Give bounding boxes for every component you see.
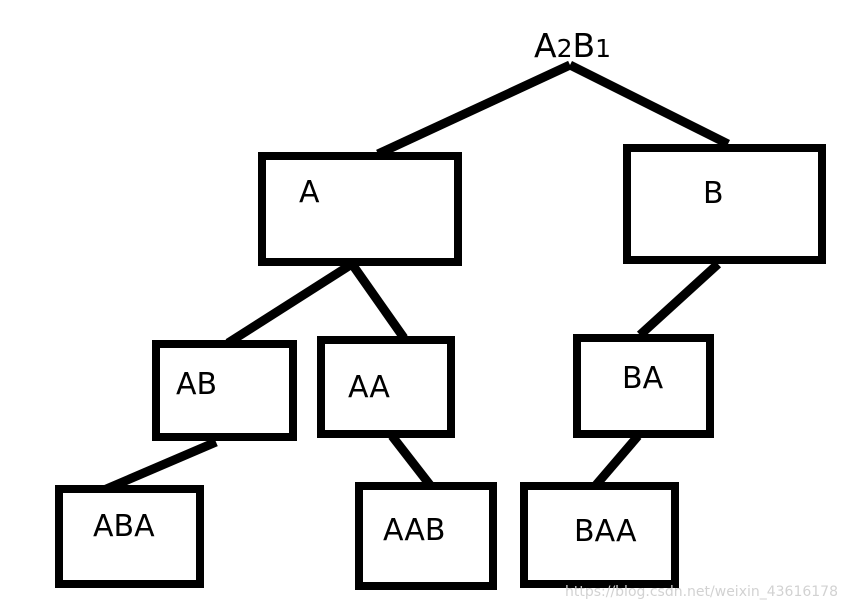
node-aa-label: AA (348, 370, 390, 405)
edge-root-b (567, 60, 731, 149)
node-ab-label: AB (176, 367, 217, 402)
node-aa-box (317, 336, 455, 438)
node-aba: ABA (55, 485, 204, 588)
node-b-box (623, 144, 826, 264)
node-ab: AB (152, 340, 297, 441)
edge-ab-aba (102, 437, 218, 495)
root-label-part-2: 2 (557, 34, 573, 63)
node-a: A (258, 152, 462, 266)
node-baa: BAA (520, 482, 679, 588)
node-a-label: A (299, 175, 320, 210)
edge-a-aa (348, 261, 408, 341)
node-ba-box (573, 334, 714, 438)
node-baa-box (520, 482, 679, 588)
node-a-box (258, 152, 462, 266)
node-ab-box (152, 340, 297, 441)
node-aba-box (55, 485, 204, 588)
root-label-part-1: A (534, 26, 557, 65)
node-aab: AAB (355, 482, 497, 590)
edge-aa-aab (388, 433, 434, 488)
node-aa: AA (317, 336, 455, 438)
watermark-text: https://blog.csdn.net/weixin_43616178 (565, 584, 838, 600)
edge-ba-baa (592, 433, 642, 488)
root-label-part-4: 1 (595, 34, 611, 63)
node-aab-box (355, 482, 497, 590)
node-b: B (623, 144, 826, 264)
root-label-part-3: B (572, 26, 595, 65)
edge-root-a (376, 60, 572, 159)
edge-a-ab (225, 260, 355, 347)
root-label: A2B1 (534, 26, 611, 65)
node-aba-label: ABA (93, 509, 155, 544)
node-baa-label: BAA (574, 514, 637, 549)
node-ba: BA (573, 334, 714, 438)
node-b-label: B (703, 176, 724, 211)
edge-b-ba (636, 260, 722, 339)
node-aab-label: AAB (383, 513, 445, 548)
node-ba-label: BA (622, 361, 664, 396)
